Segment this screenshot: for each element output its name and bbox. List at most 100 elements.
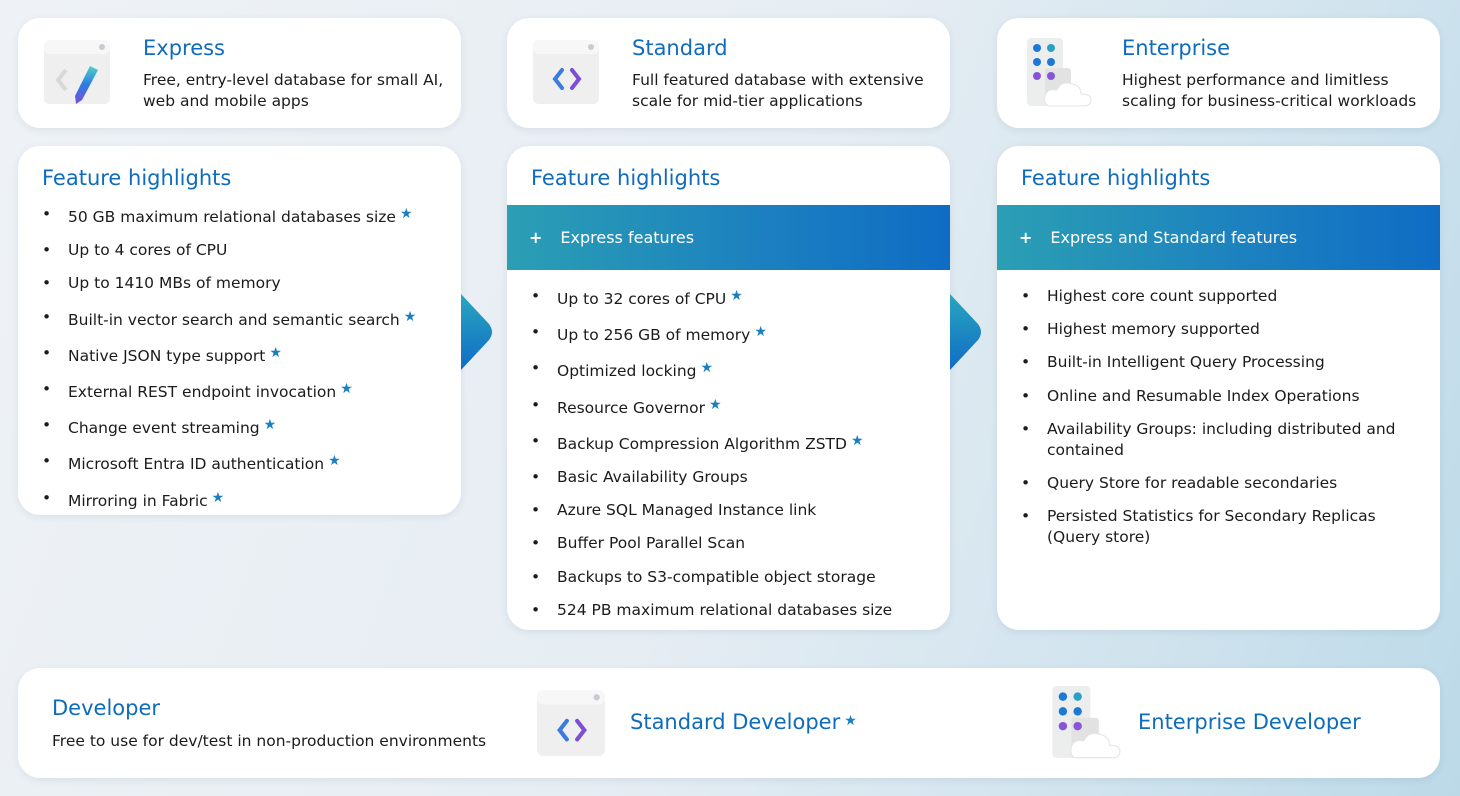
feature-text: Backups to S3-compatible object storage xyxy=(557,567,876,586)
feature-item: Up to 4 cores of CPU xyxy=(42,240,447,261)
plus-icon: + xyxy=(529,228,543,247)
edition-description: Full featured database with extensive sc… xyxy=(632,71,924,110)
enterprise-developer-label: Enterprise Developer xyxy=(1138,710,1361,734)
edition-title: Express xyxy=(143,36,226,60)
feature-item: Change event streaming★ xyxy=(42,415,447,439)
feature-text: Up to 256 GB of memory xyxy=(557,326,751,345)
feature-text: Online and Resumable Index Operations xyxy=(1047,386,1360,405)
feature-item: 50 GB maximum relational databases size★ xyxy=(42,204,447,228)
feature-item: Native JSON type support★ xyxy=(42,343,447,367)
new-star-icon: ★ xyxy=(403,308,417,325)
feature-list: Highest core count supportedHighest memo… xyxy=(1021,286,1410,560)
feature-text: Microsoft Entra ID authentication xyxy=(68,455,325,474)
code-window-icon xyxy=(531,38,603,108)
feature-text: Up to 1410 MBs of memory xyxy=(68,274,281,293)
new-star-icon: ★ xyxy=(754,324,767,341)
standard-features-card: Feature highlights + Express features Up … xyxy=(507,146,950,630)
feature-text: Up to 4 cores of CPU xyxy=(68,241,228,260)
feature-list: 50 GB maximum relational databases size★… xyxy=(42,204,447,524)
feature-text: Buffer Pool Parallel Scan xyxy=(557,534,746,553)
feature-text: Optimized locking xyxy=(557,362,697,381)
feature-item: Online and Resumable Index Operations xyxy=(1021,386,1410,407)
feature-heading: Feature highlights xyxy=(42,166,232,190)
feature-text: Native JSON type support xyxy=(68,346,266,365)
feature-heading: Feature highlights xyxy=(531,166,721,190)
new-star-icon: ★ xyxy=(844,713,857,729)
feature-text: External REST endpoint invocation xyxy=(68,382,337,401)
feature-item: Persisted Statistics for Secondary Repli… xyxy=(1021,506,1410,548)
feature-heading: Feature highlights xyxy=(1021,166,1211,190)
new-star-icon: ★ xyxy=(328,453,341,470)
feature-text: Highest core count supported xyxy=(1047,287,1278,305)
feature-item: Optimized locking★ xyxy=(531,358,936,382)
developer-title: Developer xyxy=(52,696,161,720)
feature-item: Azure SQL Managed Instance link xyxy=(531,500,936,521)
feature-item: Built-in Intelligent Query Processing xyxy=(1021,352,1410,373)
feature-item: 524 PB maximum relational databases size xyxy=(531,600,936,621)
new-star-icon: ★ xyxy=(730,288,743,304)
new-star-icon: ★ xyxy=(850,432,864,449)
feature-item: Query Store for readable secondaries xyxy=(1021,473,1410,494)
includes-banner: + Express and Standard features xyxy=(997,205,1440,270)
new-star-icon: ★ xyxy=(700,360,714,377)
feature-text: 524 PB maximum relational databases size xyxy=(557,600,893,619)
feature-text: Backup Compression Algorithm ZSTD xyxy=(557,434,847,453)
banner-label: Express features xyxy=(560,228,695,247)
feature-item: Resource Governor★ xyxy=(531,395,936,419)
feature-item: Availability Groups: including distribut… xyxy=(1021,419,1410,461)
chevron-right-icon xyxy=(461,294,495,370)
includes-banner: + Express features xyxy=(507,205,950,270)
new-star-icon: ★ xyxy=(269,344,282,361)
new-star-icon: ★ xyxy=(340,380,353,397)
feature-text: Built-in Intelligent Query Processing xyxy=(1047,353,1325,372)
feature-text: Resource Governor xyxy=(557,398,705,417)
new-star-icon: ★ xyxy=(211,489,225,506)
new-star-icon: ★ xyxy=(399,206,413,222)
developer-card: Developer Free to use for dev/test in no… xyxy=(18,668,1440,778)
feature-item: Up to 256 GB of memory★ xyxy=(531,322,936,346)
feature-item: Built-in vector search and semantic sear… xyxy=(42,307,447,331)
feature-item: External REST endpoint invocation★ xyxy=(42,379,447,403)
feature-text: Persisted Statistics for Secondary Repli… xyxy=(1047,507,1376,547)
edition-title: Standard xyxy=(632,36,728,60)
feature-list: Up to 32 cores of CPU★Up to 256 GB of me… xyxy=(531,286,936,630)
edition-description: Free, entry-level database for small AI,… xyxy=(143,71,444,110)
feature-item: Backup Compression Algorithm ZSTD★ xyxy=(531,431,936,455)
edition-title: Enterprise xyxy=(1122,36,1231,60)
feature-item: Up to 1410 MBs of memory xyxy=(42,273,447,294)
feature-item: Backups to S3-compatible object storage xyxy=(531,567,936,588)
feature-item: Highest core count supported xyxy=(1021,286,1410,307)
feature-text: Query Store for readable secondaries xyxy=(1047,473,1338,492)
standard-card: Standard Full featured database with ext… xyxy=(507,18,950,128)
feature-item: Basic Availability Groups xyxy=(531,467,936,488)
express-card: Express Free, entry-level database for s… xyxy=(18,18,461,128)
code-window-icon xyxy=(534,688,610,760)
standard-developer-label: Standard Developer★ xyxy=(630,710,857,734)
chevron-right-icon xyxy=(950,294,984,370)
banner-label: Express and Standard features xyxy=(1050,228,1298,247)
developer-description: Free to use for dev/test in non-producti… xyxy=(52,732,487,750)
new-star-icon: ★ xyxy=(709,396,722,413)
feature-text: Up to 32 cores of CPU xyxy=(557,290,727,308)
feature-text: Change event streaming xyxy=(68,419,260,438)
feature-text: Built-in vector search and semantic sear… xyxy=(68,310,400,329)
new-star-icon: ★ xyxy=(263,417,277,434)
feature-item: Highest memory supported xyxy=(1021,319,1410,340)
building-cloud-icon xyxy=(1046,686,1122,760)
plus-icon: + xyxy=(1019,228,1033,247)
building-cloud-icon xyxy=(1021,38,1093,108)
pen-window-icon xyxy=(42,38,114,108)
enterprise-card: Enterprise Highest performance and limit… xyxy=(997,18,1440,128)
feature-text: Availability Groups: including distribut… xyxy=(1047,419,1396,459)
feature-text: 50 GB maximum relational databases size xyxy=(68,208,396,226)
feature-item: Up to 32 cores of CPU★ xyxy=(531,286,936,310)
feature-text: Azure SQL Managed Instance link xyxy=(557,501,817,520)
feature-text: Basic Availability Groups xyxy=(557,467,748,486)
express-features-card: Feature highlights 50 GB maximum relatio… xyxy=(18,146,461,515)
enterprise-features-card: Feature highlights + Express and Standard… xyxy=(997,146,1440,630)
feature-item: Mirroring in Fabric★ xyxy=(42,488,447,512)
feature-text: Highest memory supported xyxy=(1047,320,1260,339)
feature-text: Mirroring in Fabric xyxy=(68,491,208,510)
edition-description: Highest performance and limitless scalin… xyxy=(1122,71,1417,110)
feature-item: Buffer Pool Parallel Scan xyxy=(531,533,936,554)
